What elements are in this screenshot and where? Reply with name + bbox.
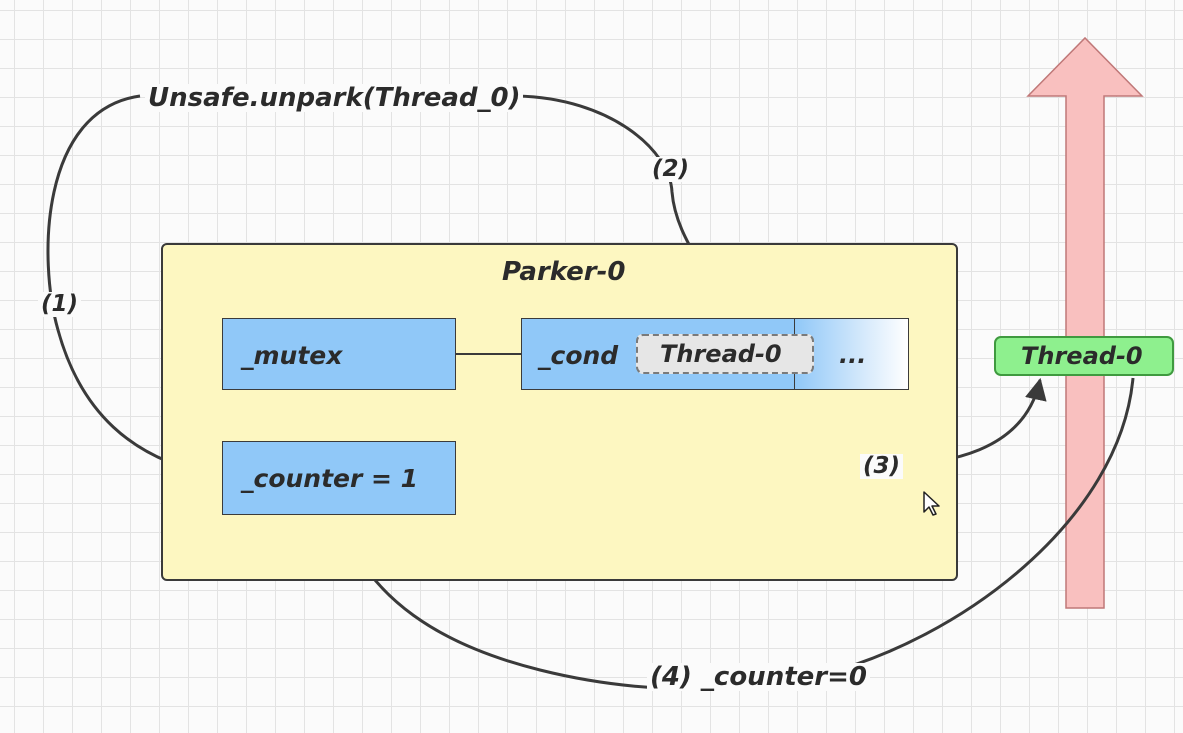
mutex-label: _mutex [241,341,343,370]
arrow-step-1 [46,94,221,484]
step-1-label: (1) [38,292,82,317]
running-thread-pill: Thread-0 [994,336,1174,376]
cond-label: _cond [538,341,619,370]
step-2-label: (2) [649,157,693,182]
unpark-call-label: Unsafe.unpark(Thread_0) [145,84,524,112]
running-thread-label: Thread-0 [1021,342,1143,370]
step-4-label: (4) _counter=0 [647,663,870,691]
mutex-field: _mutex [222,318,456,390]
thread-run-arrow [1026,36,1144,609]
step-3-label: (3) [860,454,904,479]
queue-more-label: ... [839,341,867,369]
queued-thread-slot: Thread-0 [636,334,814,374]
mutex-cond-connector [456,353,522,355]
counter-label: _counter = 1 [241,464,419,493]
queued-thread-label: Thread-0 [660,340,782,368]
counter-field: _counter = 1 [222,441,456,515]
parker-box: Parker-0 [161,243,958,581]
parker-title: Parker-0 [502,257,626,287]
mouse-cursor-icon [923,491,940,516]
